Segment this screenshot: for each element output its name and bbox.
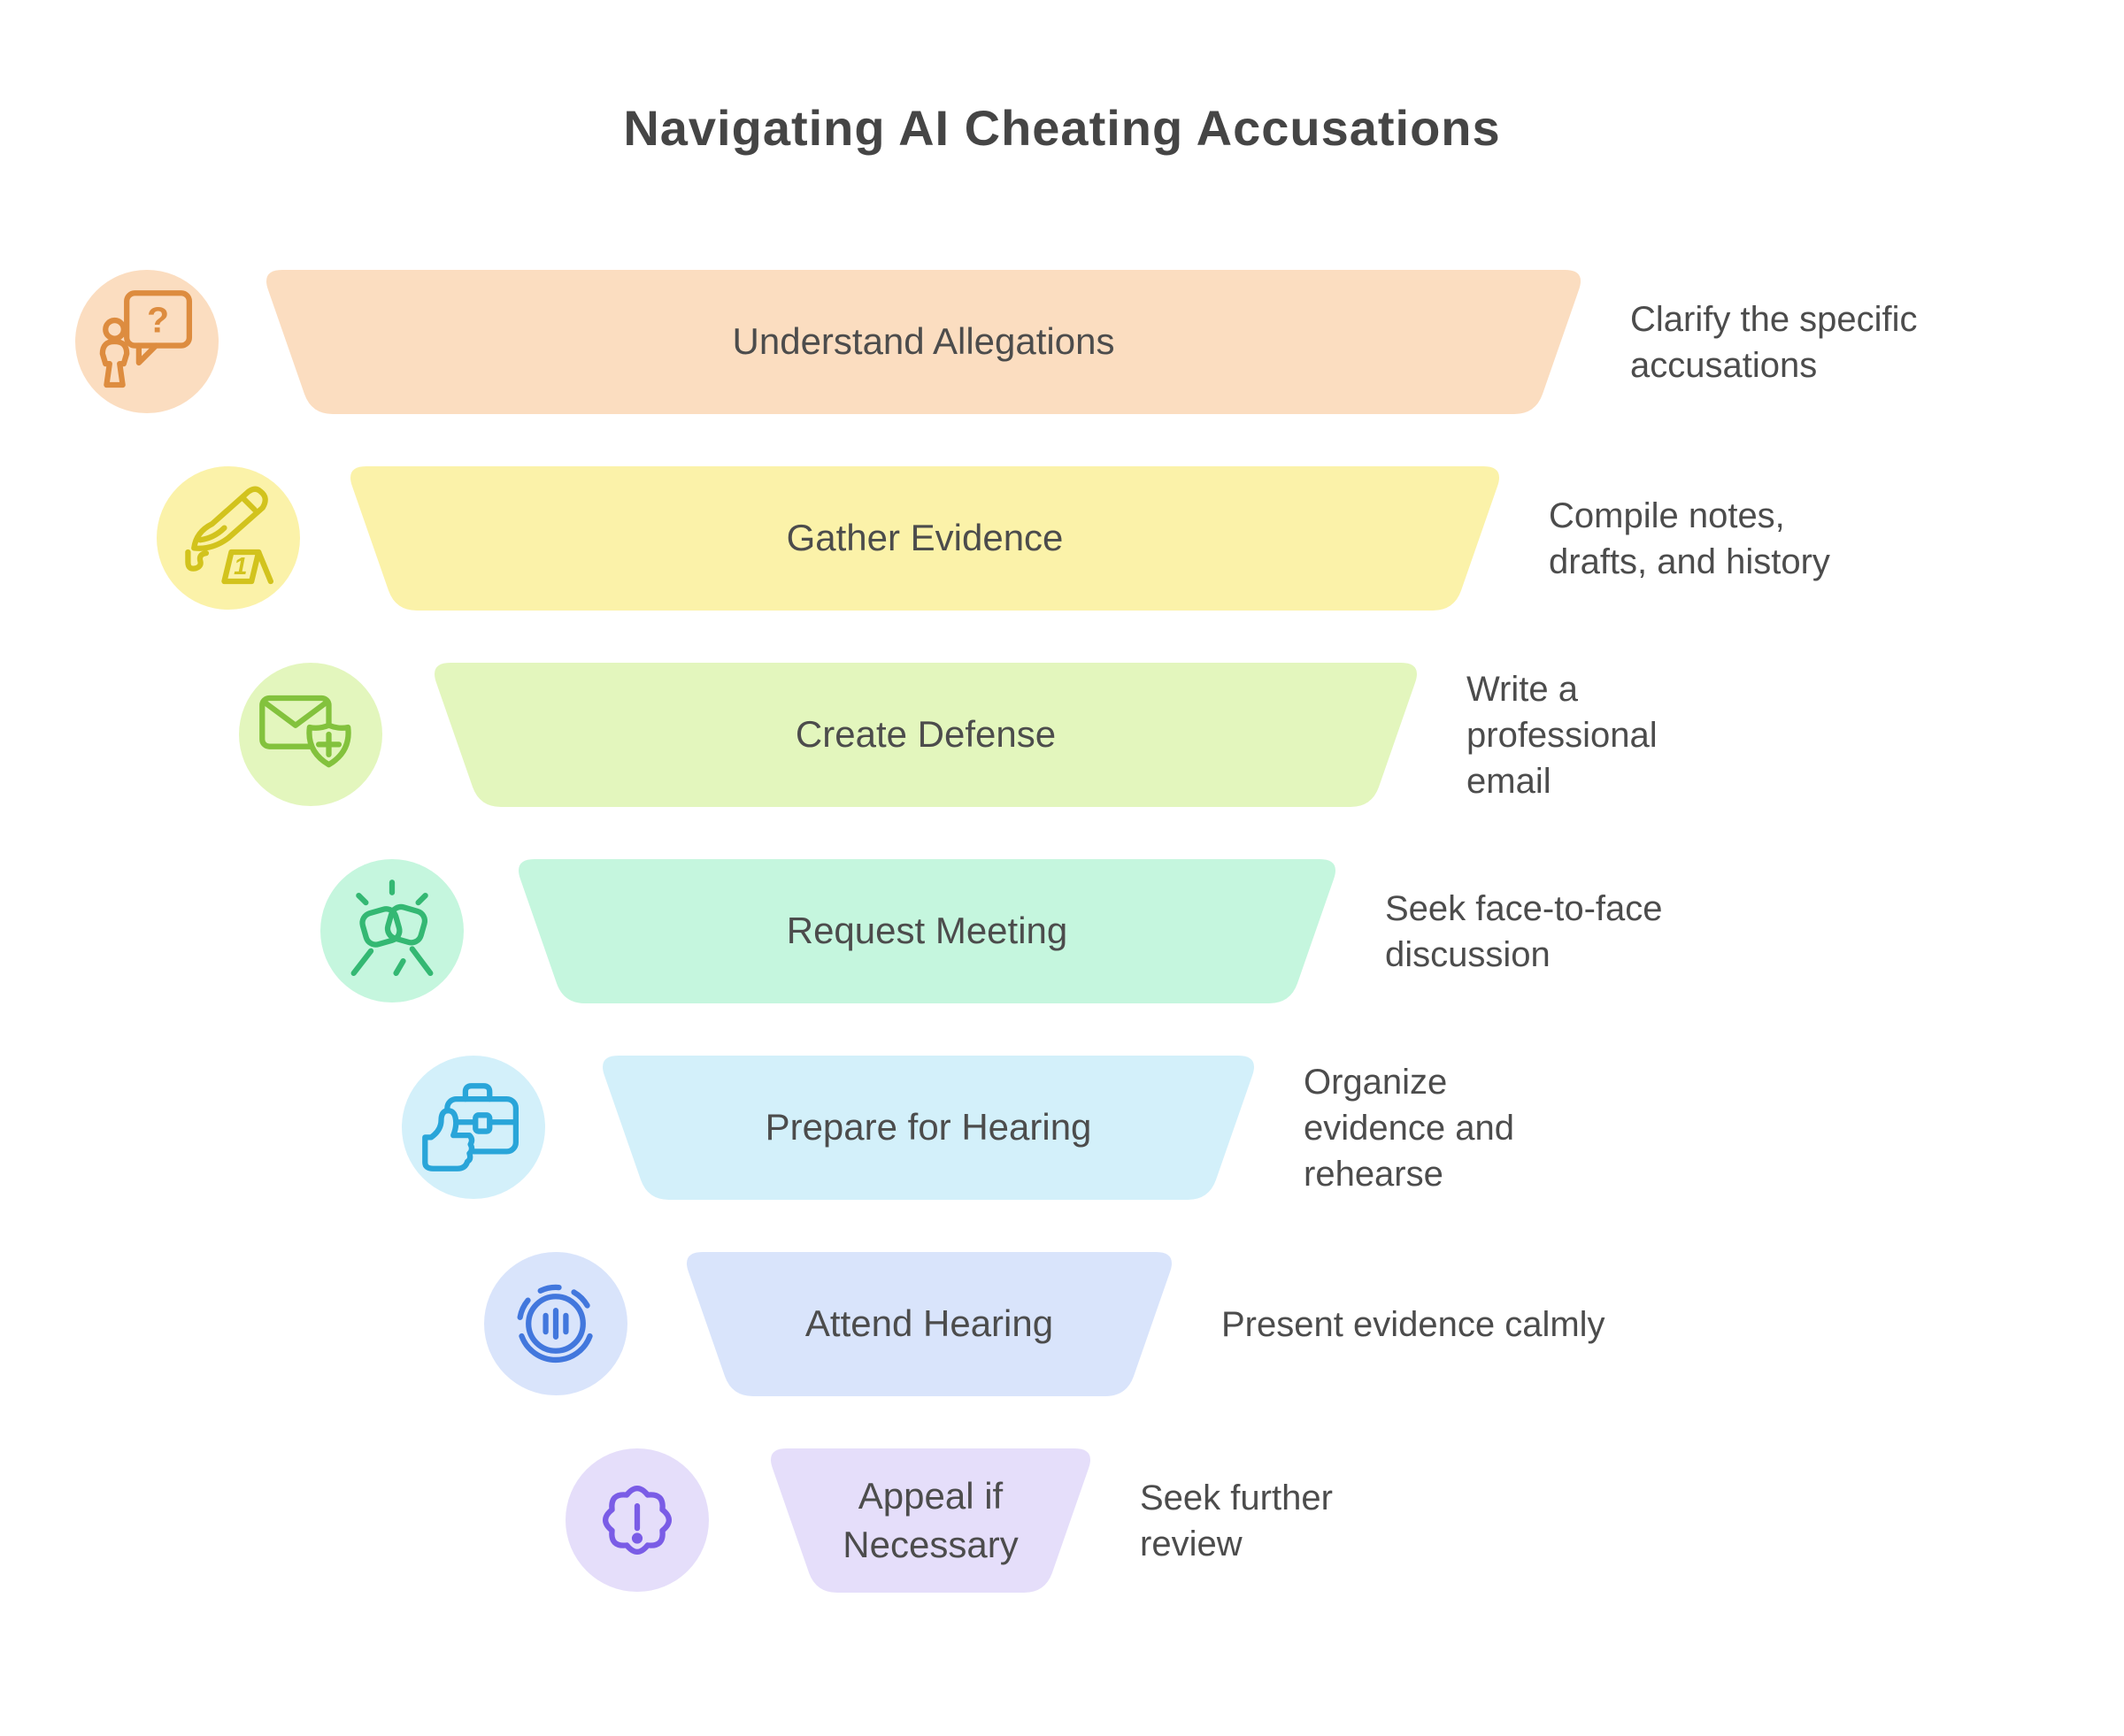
step-description: Organize evidence and rehearse xyxy=(1304,1062,1514,1194)
svg-text:?: ? xyxy=(147,300,169,341)
step-label: Understand Allegations xyxy=(732,320,1115,363)
voice-waveform-icon xyxy=(484,1252,627,1395)
funnel-segment xyxy=(435,663,1417,807)
funnel-segment xyxy=(603,1056,1254,1200)
briefcase-thumbs-up-icon xyxy=(402,1056,545,1199)
step-description: Seek further review xyxy=(1140,1478,1333,1563)
fist-bump-icon xyxy=(320,859,464,1002)
funnel-segment xyxy=(771,1448,1090,1593)
step-label: Create Defense xyxy=(795,713,1057,756)
envelope-shield-plus-icon xyxy=(239,663,382,806)
badge-exclamation-icon xyxy=(566,1448,709,1592)
step-description: Seek face-to-face discussion xyxy=(1385,888,1663,974)
step-label: Request Meeting xyxy=(786,910,1068,952)
step-description: Compile notes, drafts, and history xyxy=(1549,495,1830,581)
funnel-segment xyxy=(266,270,1581,414)
step-label: Prepare for Hearing xyxy=(765,1106,1092,1148)
funnel-segment xyxy=(519,859,1335,1003)
funnel-segment xyxy=(350,466,1499,611)
svg-text:1: 1 xyxy=(234,552,247,580)
step-description: Write a professional email xyxy=(1466,669,1658,801)
step-description: Clarify the specific accusations xyxy=(1630,299,1918,385)
step-description: Present evidence calmly xyxy=(1221,1304,1605,1344)
funnel-segment xyxy=(687,1252,1172,1396)
person-question-icon: ? xyxy=(75,270,219,413)
step-label: Gather Evidence xyxy=(786,517,1064,559)
page-title: Navigating AI Cheating Accusations xyxy=(623,100,1501,156)
knife-evidence-marker-icon: 1 xyxy=(157,466,300,610)
icon-circle xyxy=(75,270,219,413)
step-label: Appeal if Necessary xyxy=(843,1474,1019,1565)
step-label: Attend Hearing xyxy=(804,1302,1054,1345)
